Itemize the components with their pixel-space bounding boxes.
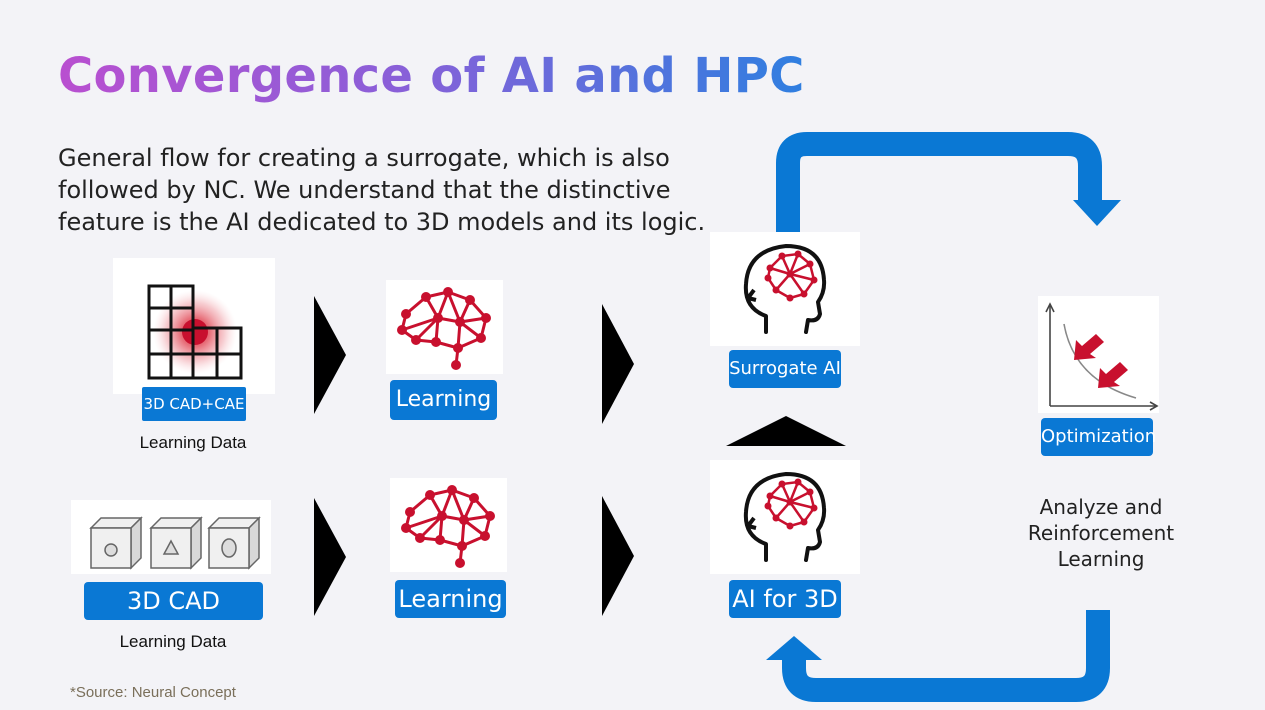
up-triangle-icon <box>726 416 846 446</box>
neural-net-image-bottom <box>390 478 507 572</box>
chevron-right-icon <box>314 498 346 616</box>
cube-shapes-icon <box>89 516 261 570</box>
cad-cae-tag: 3D CAD+CAE <box>142 387 246 421</box>
bottom-learning-tag: Learning <box>395 580 506 618</box>
loop-arrow-top <box>776 132 1121 232</box>
optimization-tag: Optimization <box>1041 418 1156 456</box>
surrogate-ai-tag: Surrogate AI <box>729 350 841 388</box>
chevron-right-icon <box>602 304 634 424</box>
page-title: Convergence of AI and HPC <box>58 48 805 104</box>
ai-for-3d-tag: AI for 3D <box>729 580 841 618</box>
source-note: *Source: Neural Concept <box>70 684 236 701</box>
top-learning-data-caption: Learning Data <box>139 433 247 452</box>
neural-network-icon <box>401 485 495 568</box>
cad-cae-image <box>113 258 275 394</box>
neural-network-icon <box>397 287 491 370</box>
surrogate-ai-head-image <box>710 232 860 346</box>
analyze-caption: Analyze and Reinforcement Learning <box>1027 495 1175 571</box>
heatmap-grid-icon <box>147 284 243 380</box>
ai-head-icon <box>743 244 827 334</box>
ai-for-3d-head-image <box>710 460 860 574</box>
optimization-image <box>1038 296 1159 413</box>
cad-tag: 3D CAD <box>84 582 263 620</box>
cad-cubes-image <box>71 500 271 574</box>
top-learning-tag: Learning <box>390 380 497 420</box>
ai-head-icon <box>743 472 827 562</box>
description-text: General flow for creating a surrogate, w… <box>58 144 706 236</box>
optimization-curve-icon <box>1045 302 1159 411</box>
bottom-learning-data-caption: Learning Data <box>119 632 227 651</box>
neural-net-image-top <box>386 280 503 374</box>
chevron-right-icon <box>314 296 346 414</box>
chevron-right-icon <box>602 496 634 616</box>
loop-arrow-bottom <box>766 610 1110 702</box>
